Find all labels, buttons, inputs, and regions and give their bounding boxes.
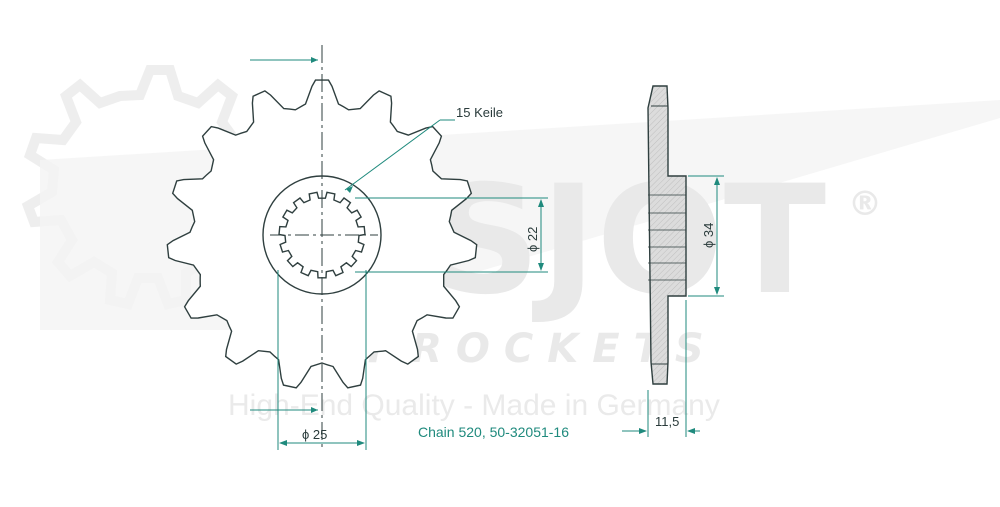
sprocket-side-view [647,85,687,385]
part-caption: Chain 520, 50-32051-16 [418,424,569,440]
sprocket-front-view [166,45,478,448]
side-dimensions [622,175,724,437]
front-dimensions [250,57,548,450]
thickness-label: 11,5 [655,414,679,429]
splines-label: 15 Keile [456,105,503,120]
inner-diameter-label: ϕ 22 [525,227,540,252]
side-arrowheads [639,177,720,434]
watermark-registered: ® [848,184,882,224]
side-diameter-label: ϕ 34 [701,223,716,248]
hub-diameter-label: ϕ 25 [302,427,327,442]
watermark-tagline: High-End Quality - Made in Germany [228,389,720,422]
side-profile [647,85,687,385]
dim-arrowheads [279,186,544,446]
side-hub-splines [648,194,686,281]
